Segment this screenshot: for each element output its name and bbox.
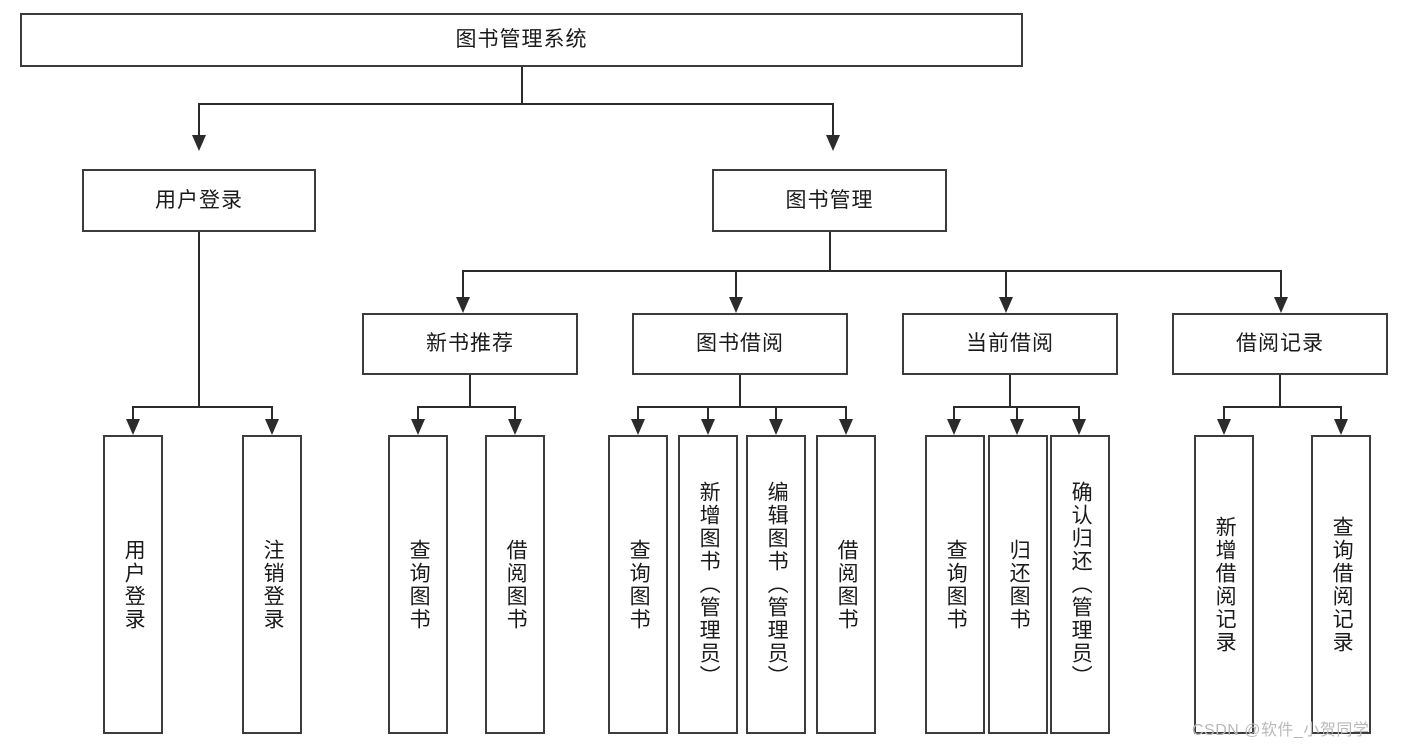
node-leaf-borrow-add-book[interactable]: 新增图书（管理员） <box>678 435 738 734</box>
arrowhead-borrow-2 <box>769 419 783 435</box>
arrowhead-level3-1 <box>729 297 743 313</box>
node-label: 图书管理系统 <box>455 28 588 52</box>
connector-borrow-drop-0 <box>637 406 639 419</box>
arrowhead-current-0 <box>947 419 961 435</box>
arrowhead-current-1 <box>1010 419 1024 435</box>
watermark-text: CSDN @软件_小贺同学 <box>1192 722 1370 739</box>
node-leaf-current-query-book[interactable]: 查询图书 <box>925 435 985 734</box>
node-label: 借阅记录 <box>1236 332 1324 356</box>
node-label: 用户登录 <box>155 188 243 212</box>
connector-book-mgmt-stem <box>829 232 831 270</box>
node-label: 查询图书 <box>407 538 431 631</box>
connector-records-stem <box>1279 375 1281 406</box>
node-label: 借阅图书 <box>835 538 859 631</box>
node-leaf-borrow-edit-book[interactable]: 编辑图书（管理员） <box>746 435 806 734</box>
connector-records-drop-0 <box>1223 406 1225 419</box>
connector-records-drop-1 <box>1340 406 1342 419</box>
node-book-borrow[interactable]: 图书借阅 <box>632 313 848 375</box>
node-leaf-borrow-borrow-book[interactable]: 借阅图书 <box>816 435 876 734</box>
connector-borrow-stem <box>739 375 741 406</box>
node-leaf-logout[interactable]: 注销登录 <box>242 435 302 734</box>
connector-borrow-drop-1 <box>707 406 709 419</box>
connector-borrow-drop-2 <box>775 406 777 419</box>
node-label: 查询图书 <box>627 538 651 631</box>
connector-recommend-bus <box>417 406 515 408</box>
connector-current-drop-0 <box>953 406 955 419</box>
node-label: 查询借阅记录 <box>1330 515 1354 654</box>
node-label: 注销登录 <box>261 538 285 631</box>
arrowhead-borrow-0 <box>631 419 645 435</box>
node-root-system[interactable]: 图书管理系统 <box>20 13 1023 67</box>
connector-recommend-drop-0 <box>417 406 419 419</box>
node-leaf-borrow-query-book[interactable]: 查询图书 <box>608 435 668 734</box>
arrowhead-borrow-3 <box>839 419 853 435</box>
node-label: 借阅图书 <box>504 538 528 631</box>
node-label: 新书推荐 <box>426 332 514 356</box>
connector-records-bus <box>1223 406 1341 408</box>
node-user-login[interactable]: 用户登录 <box>82 169 316 232</box>
connector-recommend-drop-1 <box>514 406 516 419</box>
arrowhead-borrow-1 <box>701 419 715 435</box>
arrowhead-current-2 <box>1072 419 1086 435</box>
connector-current-drop-2 <box>1078 406 1080 419</box>
arrowhead-level2-0 <box>192 135 206 151</box>
arrowhead-records-0 <box>1217 419 1231 435</box>
node-leaf-records-query[interactable]: 查询借阅记录 <box>1311 435 1371 734</box>
node-leaf-user-login[interactable]: 用户登录 <box>103 435 163 734</box>
arrowhead-level3-2 <box>999 297 1013 313</box>
arrowhead-level3-0 <box>456 297 470 313</box>
node-label: 图书管理 <box>785 188 874 212</box>
connector-user-login-drop-0 <box>132 406 134 419</box>
node-label: 图书借阅 <box>696 332 784 356</box>
arrowhead-user-login-1 <box>265 419 279 435</box>
node-current-borrow[interactable]: 当前借阅 <box>902 313 1118 375</box>
node-label: 编辑图书（管理员） <box>765 481 789 688</box>
arrowhead-level2-1 <box>826 135 840 151</box>
node-label: 用户登录 <box>122 538 146 631</box>
node-label: 新增图书（管理员） <box>697 481 721 688</box>
arrowhead-user-login-0 <box>126 419 140 435</box>
connector-level3-drop-1 <box>735 270 737 297</box>
connector-level3-drop-3 <box>1280 270 1282 297</box>
node-leaf-current-return-book[interactable]: 归还图书 <box>988 435 1048 734</box>
connector-current-stem <box>1009 375 1011 406</box>
connector-user-login-stem <box>198 232 200 406</box>
connector-current-drop-1 <box>1016 406 1018 419</box>
connector-level2-bus <box>198 103 834 105</box>
arrowhead-records-1 <box>1334 419 1348 435</box>
connector-recommend-stem <box>469 375 471 406</box>
node-label: 查询图书 <box>944 538 968 631</box>
arrowhead-recommend-1 <box>508 419 522 435</box>
connector-level3-bus <box>462 270 1282 272</box>
node-book-management[interactable]: 图书管理 <box>712 169 947 232</box>
node-leaf-current-confirm-return[interactable]: 确认归还（管理员） <box>1050 435 1110 734</box>
connector-root-stem <box>521 67 523 103</box>
node-label: 当前借阅 <box>966 332 1054 356</box>
arrowhead-recommend-0 <box>411 419 425 435</box>
node-label: 归还图书 <box>1007 538 1031 631</box>
node-new-book-recommend[interactable]: 新书推荐 <box>362 313 578 375</box>
connector-level2-drop-0 <box>198 103 200 135</box>
connector-borrow-bus <box>637 406 846 408</box>
connector-user-login-bus <box>132 406 272 408</box>
node-leaf-recommend-borrow-book[interactable]: 借阅图书 <box>485 435 545 734</box>
node-label: 新增借阅记录 <box>1213 515 1237 654</box>
node-leaf-recommend-query-book[interactable]: 查询图书 <box>388 435 448 734</box>
node-leaf-records-add[interactable]: 新增借阅记录 <box>1194 435 1254 734</box>
connector-level2-drop-1 <box>832 103 834 135</box>
arrowhead-level3-3 <box>1274 297 1288 313</box>
connector-borrow-drop-3 <box>845 406 847 419</box>
connector-level3-drop-2 <box>1005 270 1007 297</box>
connector-level3-drop-0 <box>462 270 464 297</box>
connector-user-login-drop-1 <box>271 406 273 419</box>
node-borrow-records[interactable]: 借阅记录 <box>1172 313 1388 375</box>
node-label: 确认归还（管理员） <box>1069 481 1093 688</box>
